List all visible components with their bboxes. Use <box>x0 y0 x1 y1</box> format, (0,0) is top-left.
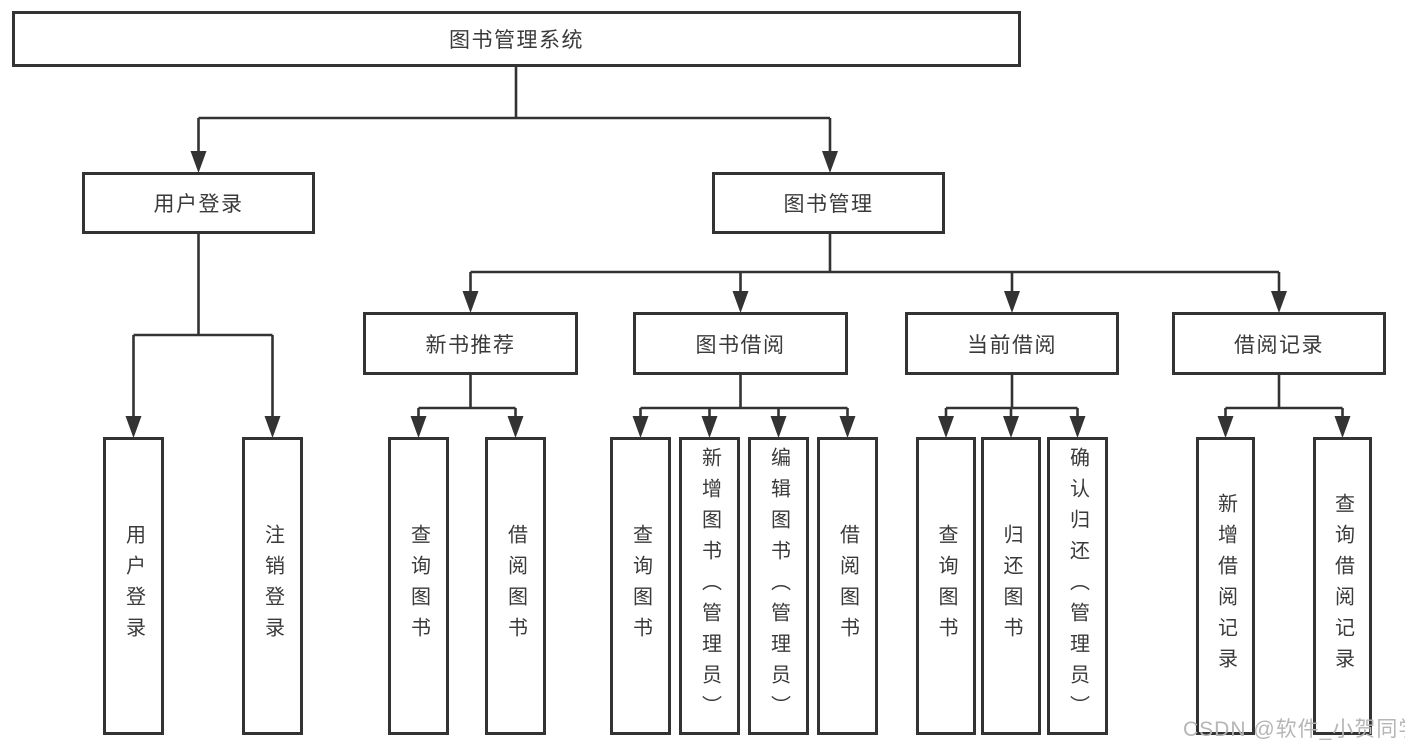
leaf-borrow-books: 借阅图书 <box>817 437 878 735</box>
node-borrow-records-label: 借阅记录 <box>1234 333 1324 357</box>
leaf-borrow-books-label: 借阅图书 <box>836 524 859 648</box>
leaf-confirm-return-admin: 确认归还（管理员） <box>1047 437 1108 735</box>
leaf-add-borrow-record-label: 新增借阅记录 <box>1214 493 1237 679</box>
leaf-confirm-return-admin-label: 确认归还（管理员） <box>1066 446 1089 726</box>
leaf-borrow-books-recommend-label: 借阅图书 <box>504 524 527 648</box>
leaf-query-borrow-record-label: 查询借阅记录 <box>1331 493 1354 679</box>
leaf-return-books-label: 归还图书 <box>1000 524 1022 648</box>
leaf-user-login-label: 用户登录 <box>122 524 145 648</box>
leaf-borrow-books-recommend: 借阅图书 <box>485 437 546 735</box>
node-user-login-label: 用户登录 <box>153 193 244 216</box>
node-book-borrow: 图书借阅 <box>633 312 848 375</box>
leaf-logout-login: 注销登录 <box>242 437 303 735</box>
leaf-query-books-recommend: 查询图书 <box>388 437 449 735</box>
node-current-borrow: 当前借阅 <box>905 312 1119 375</box>
connector-new-book-recommend-children <box>410 375 524 438</box>
csdn-watermark: CSDN @软件_小贺同学 <box>1183 718 1405 741</box>
node-new-book-recommend: 新书推荐 <box>363 312 578 375</box>
leaf-add-books-admin: 新增图书（管理员） <box>679 437 740 735</box>
leaf-query-borrow-record: 查询借阅记录 <box>1313 437 1372 735</box>
connector-book-borrow-children <box>632 375 856 438</box>
leaf-edit-books-admin: 编辑图书（管理员） <box>748 437 809 735</box>
node-book-borrow-label: 图书借阅 <box>695 333 786 357</box>
node-new-book-recommend-label: 新书推荐 <box>425 333 516 357</box>
leaf-query-books-borrow: 查询图书 <box>610 437 671 735</box>
leaf-edit-books-admin-label: 编辑图书（管理员） <box>767 446 790 726</box>
leaf-add-borrow-record: 新增借阅记录 <box>1196 437 1255 735</box>
leaf-query-books-borrow-label: 查询图书 <box>629 524 652 648</box>
connector-user-login-children <box>125 234 281 438</box>
node-book-management-label: 图书管理 <box>783 193 874 216</box>
leaf-query-books-recommend-label: 查询图书 <box>407 524 430 648</box>
connector-borrow-records-children <box>1217 375 1351 438</box>
node-user-login: 用户登录 <box>82 172 315 234</box>
leaf-query-books-current-label: 查询图书 <box>935 524 957 648</box>
node-root: 图书管理系统 <box>12 11 1021 67</box>
connector-book-management-children <box>462 234 1287 313</box>
node-book-management: 图书管理 <box>712 172 945 234</box>
leaf-query-books-current: 查询图书 <box>916 437 976 735</box>
leaf-return-books: 归还图书 <box>981 437 1041 735</box>
node-borrow-records: 借阅记录 <box>1172 312 1386 375</box>
connector-current-borrow-children <box>938 375 1086 438</box>
node-root-label: 图书管理系统 <box>449 29 584 52</box>
leaf-user-login: 用户登录 <box>103 437 164 735</box>
connector-root-to-level2 <box>190 67 838 173</box>
leaf-add-books-admin-label: 新增图书（管理员） <box>698 446 721 726</box>
leaf-logout-login-label: 注销登录 <box>261 524 284 648</box>
node-current-borrow-label: 当前借阅 <box>967 333 1057 357</box>
